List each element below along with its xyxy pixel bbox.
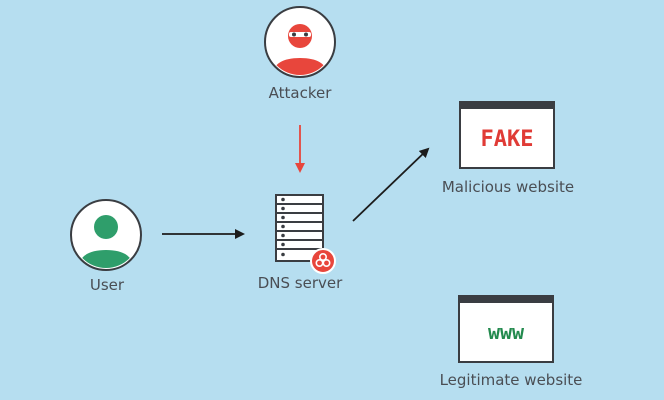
legitimate-browser-window-icon: www (458, 295, 554, 363)
fake-screen-text: FAKE (481, 127, 534, 152)
malicious-website-label: Malicious website (441, 178, 575, 196)
user-label: User (89, 276, 125, 294)
user-avatar-icon (70, 199, 142, 271)
biohazard-icon (310, 248, 336, 274)
malicious-browser-window-icon: FAKE (459, 101, 555, 169)
www-screen-text: www (488, 320, 525, 344)
server-rack-icon (275, 194, 324, 262)
dns-to-malicious-arrow (352, 147, 430, 222)
dns-server-label: DNS server (257, 274, 343, 292)
attacker-avatar-icon (264, 6, 336, 78)
attacker-label: Attacker (268, 84, 332, 102)
legitimate-website-label: Legitimate website (439, 371, 583, 389)
